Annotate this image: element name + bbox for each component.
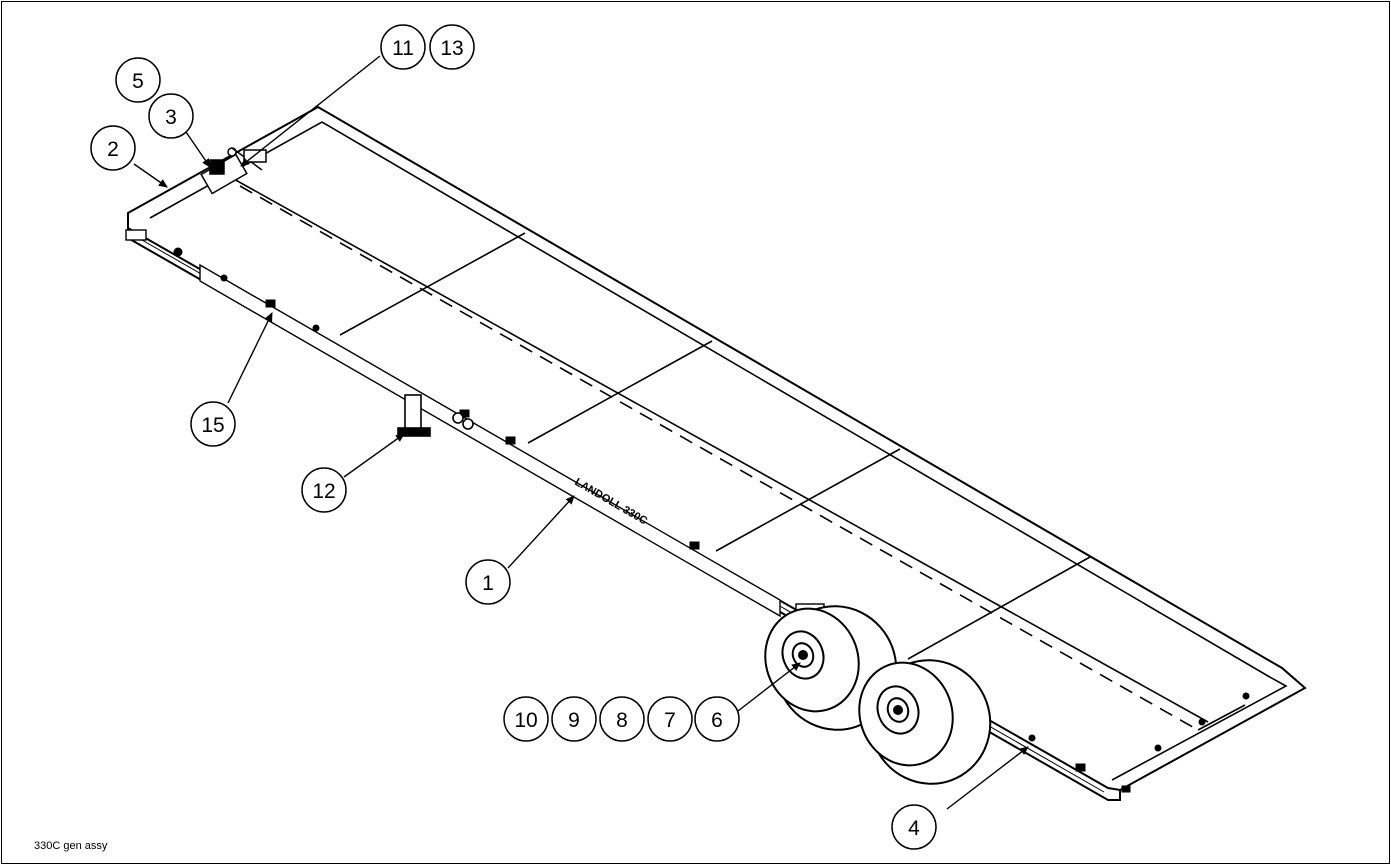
callout-10: 10: [503, 696, 549, 742]
wheel-rear: [858, 659, 992, 785]
callout-2-label: 2: [107, 138, 119, 161]
callout-11: 11: [380, 24, 426, 70]
callout-13: 13: [429, 24, 475, 70]
callout-1-label: 1: [482, 572, 494, 595]
callout-7: 7: [647, 696, 693, 742]
callout-2: 2: [90, 125, 136, 171]
callout-15-label: 15: [201, 414, 224, 437]
callout-6: 6: [694, 696, 740, 742]
callout-12-label: 12: [312, 480, 335, 503]
callout-6-label: 6: [711, 709, 723, 732]
callout-8: 8: [599, 696, 645, 742]
front-corner: [125, 229, 147, 241]
deck-seam-2: [527, 340, 713, 444]
callout-5: 5: [115, 57, 161, 103]
callout-9-label: 9: [568, 709, 580, 732]
side-pockets: [173, 247, 1250, 793]
center-rail-a: [231, 177, 1209, 723]
landing-gear: [397, 394, 474, 437]
deck-seam-5: [1197, 704, 1246, 731]
drawing-caption: 330C gen assy: [34, 840, 108, 852]
deck-seam-1: [339, 232, 526, 336]
callout-4-label: 4: [908, 817, 920, 840]
callout-5-label: 5: [132, 70, 144, 93]
callout-8-label: 8: [616, 709, 628, 732]
callout-1: 1: [465, 559, 511, 605]
callout-3: 3: [148, 93, 194, 139]
callout-7-label: 7: [664, 709, 676, 732]
trailer-deck: [127, 105, 1307, 792]
leader-lines: [133, 55, 1029, 810]
callout-9: 9: [551, 696, 597, 742]
callout-12: 12: [301, 467, 347, 513]
callout-10-label: 10: [514, 709, 537, 732]
callout-3-label: 3: [165, 106, 177, 129]
callout-11-label: 11: [392, 37, 414, 60]
callout-15: 15: [190, 401, 236, 447]
callout-4: 4: [891, 804, 937, 850]
deck-seam-3: [715, 448, 901, 552]
deck-seam-4: [907, 556, 1091, 660]
callouts: 1 2 3 4 5 6 7 8: [90, 24, 937, 850]
callout-13-label: 13: [440, 37, 463, 60]
